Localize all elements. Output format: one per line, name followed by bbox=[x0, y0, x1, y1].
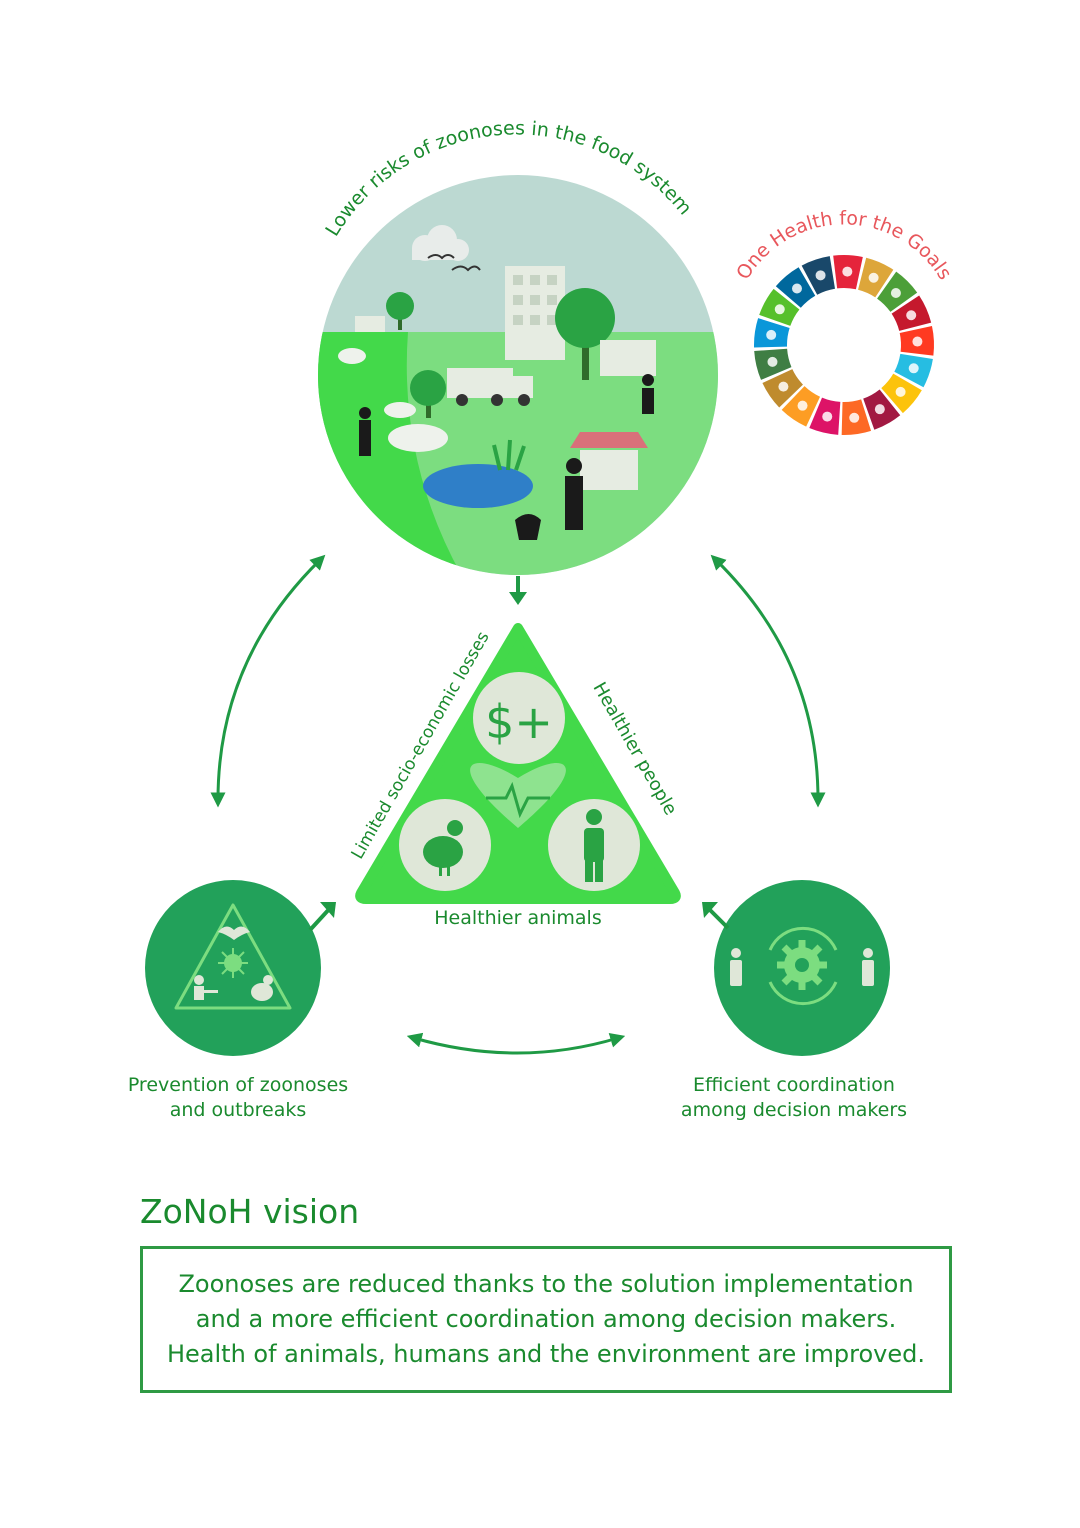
gear-icon bbox=[777, 940, 827, 990]
sdg-wheel bbox=[754, 255, 934, 435]
bat-icon bbox=[218, 926, 250, 940]
vision-box: Zoonoses are reduced thanks to the solut… bbox=[140, 1246, 952, 1393]
bird-icon bbox=[427, 254, 455, 260]
virus-icon bbox=[218, 948, 248, 978]
person-icon bbox=[862, 948, 874, 986]
sdg-goal-icon-10 bbox=[822, 411, 833, 422]
sdg-goal-icon-16 bbox=[791, 283, 802, 294]
sdg-goal-icon-17 bbox=[815, 270, 826, 281]
cycle-arrow-icon bbox=[768, 981, 838, 1006]
sdg-goal-icon-1 bbox=[842, 266, 853, 277]
cloud-icon bbox=[412, 225, 469, 261]
heart-icon bbox=[470, 762, 566, 828]
pond-icon bbox=[423, 464, 533, 508]
sdg-goal-icon-13 bbox=[767, 356, 778, 367]
sdg-goal-icon-15 bbox=[774, 304, 785, 315]
money-icon: $+ bbox=[485, 695, 553, 749]
prevention-label: Prevention of zoonoses and outbreaks bbox=[118, 1073, 358, 1123]
pig-icon bbox=[338, 348, 366, 364]
chicken-icon bbox=[515, 514, 541, 540]
tree-icon bbox=[410, 370, 446, 418]
truck-icon bbox=[447, 368, 533, 406]
sdg-goal-icon-7 bbox=[895, 386, 906, 397]
barn-icon bbox=[355, 316, 385, 332]
person-icon bbox=[584, 809, 604, 882]
market-stall-icon bbox=[570, 432, 648, 490]
coordination-line-1: Efficient coordination bbox=[693, 1074, 895, 1096]
person-icon bbox=[730, 948, 742, 986]
sdg-goal-icon-3 bbox=[890, 287, 901, 298]
cycle-arrow-icon bbox=[768, 926, 838, 951]
house-icon bbox=[600, 340, 656, 376]
health-triangle: $+ bbox=[355, 623, 681, 904]
sdg-goal-icon-14 bbox=[766, 329, 777, 340]
tree-icon bbox=[386, 292, 414, 330]
coordination-line-2: among decision makers bbox=[680, 1099, 908, 1121]
sdg-goal-icon-12 bbox=[778, 381, 789, 392]
person-icon bbox=[566, 458, 582, 474]
heartbeat-icon bbox=[486, 781, 550, 819]
sdg-goal-icon-8 bbox=[874, 404, 885, 415]
sdg-goal-icon-4 bbox=[906, 310, 917, 321]
left-double-arrow bbox=[210, 554, 326, 808]
coordination-label: Efficient coordination among decision ma… bbox=[664, 1073, 924, 1123]
zonoh-diagram: Lower risks of zoonoses in the food syst… bbox=[145, 117, 956, 1056]
sdg-goal-icon-2 bbox=[868, 272, 879, 283]
vision-title: ZoNoH vision bbox=[140, 1192, 360, 1231]
money-circle bbox=[473, 672, 565, 764]
prevention-circle bbox=[145, 880, 336, 1056]
prevention-line-1: Prevention of zoonoses bbox=[127, 1074, 349, 1096]
goat-icon bbox=[384, 402, 416, 418]
diner-icon bbox=[642, 374, 654, 386]
cow-icon bbox=[388, 424, 448, 452]
vision-line-2: and a more efficient coordination among … bbox=[195, 1305, 897, 1333]
sdg-goal-icon-9 bbox=[849, 412, 860, 423]
food-system-scene bbox=[318, 175, 718, 575]
prevention-line-2: and outbreaks bbox=[169, 1099, 307, 1121]
bottom-double-arrow bbox=[406, 1032, 626, 1055]
down-arrow bbox=[509, 576, 527, 605]
coordination-circle bbox=[702, 880, 890, 1056]
farmer-icon bbox=[359, 407, 371, 419]
chicken-icon bbox=[251, 975, 273, 1001]
chicken-icon bbox=[423, 820, 463, 876]
bird-icon bbox=[451, 265, 481, 272]
sdg-goal-icon-6 bbox=[908, 363, 919, 374]
sdg-goal-icon-5 bbox=[912, 336, 923, 347]
sdg-goal-icon-11 bbox=[797, 400, 808, 411]
diner-icon bbox=[194, 975, 218, 1000]
vision-line-1: Zoonoses are reduced thanks to the solut… bbox=[178, 1270, 914, 1298]
vision-line-3: Health of animals, humans and the enviro… bbox=[166, 1340, 925, 1368]
right-double-arrow bbox=[710, 554, 826, 808]
triangle-bottom-label: Healthier animals bbox=[434, 907, 602, 929]
tree-icon bbox=[555, 288, 615, 380]
